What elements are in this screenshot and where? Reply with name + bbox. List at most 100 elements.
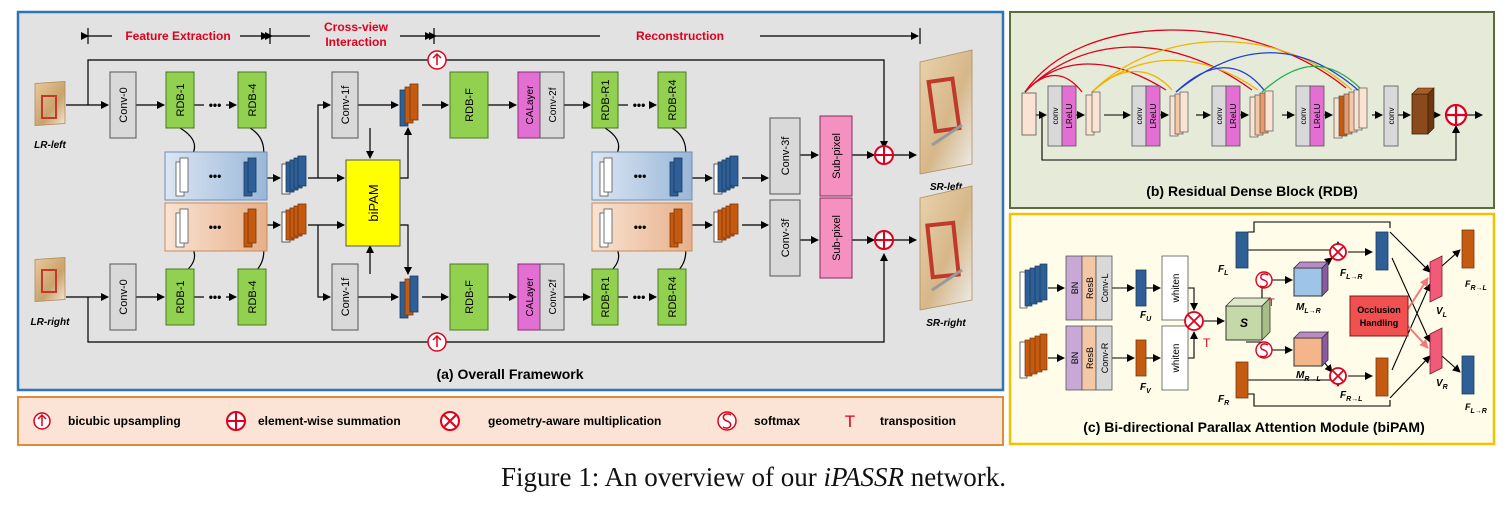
rdb-conv-fusion-label: conv — [1387, 108, 1396, 125]
legend-summation-icon — [226, 411, 246, 431]
svg-text:•••: ••• — [634, 169, 647, 183]
multiplication-symbol-center — [1184, 311, 1204, 331]
conv1f-bottom-label: Conv-1f — [340, 277, 352, 316]
conv2f-top-block — [539, 71, 565, 139]
legend-transposition-label: transposition — [880, 414, 956, 428]
occlusion-label-2: Handling — [1360, 318, 1399, 328]
rdbr1-bottom-block — [591, 268, 619, 326]
feature-stack-blue-reconstruction: ••• — [591, 151, 693, 201]
caption-prefix: Figure 1: An overview of our — [501, 462, 824, 492]
rdb-conv-2-label: conv — [1135, 108, 1144, 125]
conv2f-bottom-label: Conv-2f — [548, 279, 559, 314]
conv-r-label: Conv-R — [1100, 342, 1110, 373]
legend-summation-label: element-wise summation — [258, 414, 401, 428]
legend-multiplication-label: geometry-aware multiplication — [488, 414, 661, 428]
panel-b-rdb: conv LReLU conv LReLU conv LReLU conv — [1009, 11, 1495, 209]
conv0-bottom-block — [109, 263, 137, 331]
rdb1-bottom-label: RDB-1 — [175, 280, 187, 313]
calayer-bottom-label: CALayer — [525, 277, 536, 317]
multiplication-symbol-bottom — [1329, 367, 1347, 385]
rdb-lrelu-3-label: LReLU — [1229, 103, 1238, 128]
occlusion-label-1: Occlusion — [1357, 305, 1401, 315]
panel-a-title: (a) Overall Framework — [436, 366, 583, 382]
panel-c-title: (c) Bi-directional Parallax Attention Mo… — [1083, 419, 1424, 435]
fused-feature-bottom — [399, 275, 419, 319]
legend-softmax-label: softmax — [754, 414, 800, 428]
feature-stack-orange-extraction: ••• — [164, 202, 268, 252]
rdb-conv-fusion — [1383, 85, 1399, 147]
f-lr-label: FL→R — [1340, 268, 1362, 281]
rdb-lrelu-1 — [1061, 85, 1077, 147]
conv-l-block — [1095, 255, 1113, 321]
rdb-concat-3 — [1249, 90, 1274, 138]
conv1f-bottom-block — [331, 263, 359, 331]
rdb-summation-symbol — [1444, 103, 1468, 127]
m-lr-label: ML→R — [1296, 302, 1321, 315]
conv2f-bottom-block — [539, 263, 565, 331]
transpose-label-center: T — [1203, 336, 1211, 350]
dots-top-1: ••• — [209, 98, 222, 112]
rdbr4-top-block — [657, 71, 687, 129]
bipam-input-orange-stack — [1019, 333, 1048, 379]
legend: bicubic upsampling element-wise summatio… — [17, 396, 1004, 446]
rdb-block-wiring — [1036, 111, 1483, 161]
subpixel-top-block — [819, 115, 853, 197]
rdb-lrelu-3 — [1225, 85, 1241, 147]
fl-label: FL — [1218, 264, 1228, 277]
conv0-bottom-label: Conv-0 — [118, 279, 130, 314]
occlusion-handling-block — [1349, 295, 1409, 337]
f-lr-output-feature — [1461, 355, 1475, 395]
stage-headers — [81, 28, 921, 44]
dots-bottom-1: ••• — [209, 290, 222, 304]
fu-feature — [1135, 269, 1147, 307]
subpixel-bottom-block — [819, 197, 853, 279]
softmax-symbol-bottom — [1255, 341, 1273, 359]
svg-text:•••: ••• — [634, 220, 647, 234]
rdb-concat-4 — [1333, 87, 1368, 139]
panel-c-bipam: BN ResB Conv-L BN ResB Conv-R FU FV whit… — [1008, 212, 1496, 446]
sr-right-image — [919, 185, 973, 311]
conv3f-bottom-block — [769, 199, 801, 277]
rdbf-bottom-block — [449, 263, 489, 331]
conv-r-block — [1095, 325, 1113, 391]
fr-label: FR — [1218, 394, 1229, 407]
svg-text:•••: ••• — [209, 220, 222, 234]
bn-top-label: BN — [1070, 282, 1080, 295]
conv0-top-block — [109, 71, 137, 139]
f-rl-label: FR→L — [1340, 390, 1362, 403]
transpose-label-top: T — [1268, 297, 1275, 309]
conv2f-top-label: Conv-2f — [548, 87, 559, 122]
figure-caption: Figure 1: An overview of our iPASSR netw… — [0, 462, 1507, 493]
resb-top-label: ResB — [1085, 277, 1095, 299]
f-rl-feature — [1375, 357, 1389, 397]
bipam-block — [345, 159, 401, 247]
fv-label: FV — [1140, 382, 1152, 395]
svg-text:•••: ••• — [209, 169, 222, 183]
rdbf-bottom-label: RDB-F — [464, 280, 476, 314]
concat-stack-orange-extraction — [281, 203, 307, 243]
m-lr-cube — [1293, 261, 1329, 297]
m-rl-label: MR→L — [1296, 370, 1321, 383]
panel-a-wiring — [66, 59, 917, 343]
dots-top-2: ••• — [633, 98, 646, 112]
legend-upsampling-icon — [33, 412, 51, 430]
lr-left-label: LR-left — [34, 140, 66, 151]
rdb-lrelu-4 — [1309, 85, 1325, 147]
calayer-top-label: CALayer — [525, 85, 536, 125]
lr-right-image — [34, 257, 66, 302]
stage-interaction: Interaction — [325, 35, 386, 49]
s-label: S — [1240, 316, 1248, 330]
vl-label: VL — [1436, 306, 1447, 319]
rdb-conv-3-label: conv — [1215, 108, 1224, 125]
whiten-bottom-label: whiten — [1171, 344, 1182, 374]
summation-symbol-top — [874, 145, 894, 165]
fr-feature — [1235, 361, 1249, 399]
f-lr-feature — [1375, 231, 1389, 271]
rdbr1-top-block — [591, 71, 619, 129]
rdb-concat-1 — [1085, 91, 1101, 136]
rdb-output-feature — [1411, 87, 1435, 135]
feature-stack-orange-reconstruction: ••• — [591, 202, 693, 252]
conv3f-top-block — [769, 117, 801, 195]
conv1f-top-label: Conv-1f — [340, 85, 352, 124]
stage-cross-view: Cross-view — [324, 20, 389, 34]
